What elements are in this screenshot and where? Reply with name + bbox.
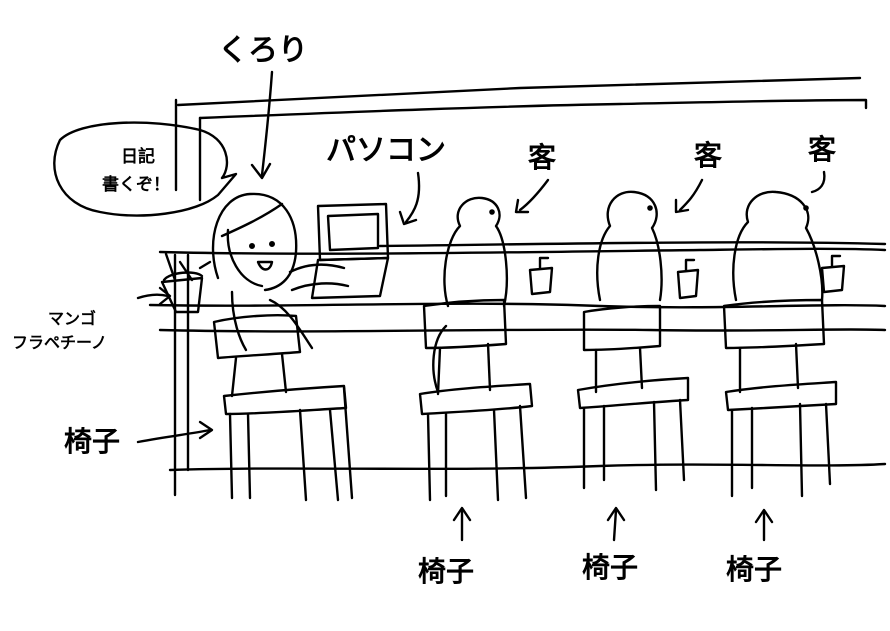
chair-1 — [418, 298, 534, 502]
counter — [148, 241, 887, 497]
chair-3 — [722, 298, 838, 498]
label-drink-line2: フラペチーノ — [12, 333, 108, 352]
customer-figure-3 — [732, 190, 824, 302]
kurori-figure — [211, 192, 350, 352]
customer-figure-2 — [596, 190, 663, 302]
label-isu-3: 椅子 — [726, 553, 783, 586]
label-kyaku-1: 客 — [528, 141, 557, 174]
floor-line — [168, 462, 887, 472]
counter-cup-3 — [820, 254, 846, 294]
speech-bubble-text-line1: 日記 — [121, 147, 155, 167]
chair-kurori — [212, 314, 354, 502]
speech-bubble-text-line2: 書くぞ！ — [102, 175, 170, 195]
label-drink-line1: マンゴ — [48, 309, 97, 328]
chair-2 — [576, 304, 690, 492]
speech-bubble — [53, 121, 238, 217]
label-pasokon: パソコン — [326, 133, 446, 168]
drink-cup — [160, 252, 212, 314]
label-kyaku-3: 客 — [808, 133, 837, 166]
customer-figure-1 — [432, 196, 509, 394]
label-kyaku-2: 客 — [694, 139, 723, 172]
label-kurori: くろり — [218, 33, 308, 68]
wall-outline — [174, 76, 868, 202]
label-isu-2: 椅子 — [582, 551, 639, 584]
counter-cup-2 — [676, 258, 700, 300]
arrows — [136, 70, 826, 542]
laptop — [310, 202, 390, 300]
label-isu-1: 椅子 — [418, 555, 475, 588]
counter-cup-1 — [528, 256, 554, 296]
label-isu-left: 椅子 — [64, 425, 121, 458]
